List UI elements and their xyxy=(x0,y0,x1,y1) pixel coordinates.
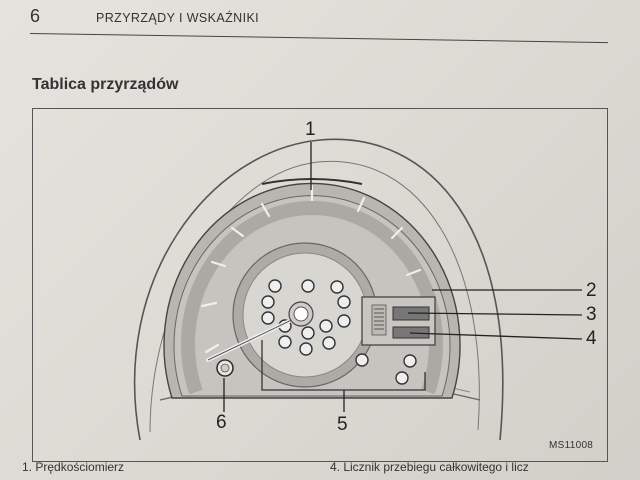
callout-5: 5 xyxy=(337,414,348,436)
figure-id: MS11008 xyxy=(549,440,593,451)
callout-6: 6 xyxy=(216,412,227,434)
caption-item-1: 1. Prędkościomierz xyxy=(22,460,124,474)
callout-1: 1 xyxy=(305,119,316,141)
callout-3: 3 xyxy=(586,304,597,326)
display-module xyxy=(362,297,435,345)
callout-2: 2 xyxy=(586,280,597,302)
callout-4: 4 xyxy=(586,328,597,350)
caption-item-4: 4. Licznik przebiegu całkowitego i licz xyxy=(330,460,529,474)
